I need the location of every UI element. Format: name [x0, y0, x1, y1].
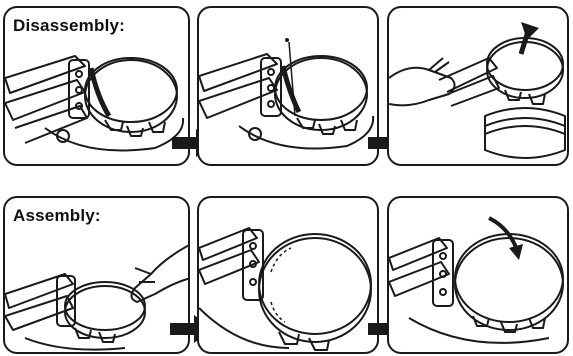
panel-assembly-step-1: Assembly:: [3, 196, 190, 354]
ring-expansion-illustration: [199, 198, 379, 354]
piston-icon: [485, 108, 565, 158]
section-heading-assembly: Assembly:: [13, 206, 101, 226]
panel-disassembly-step-2: [197, 6, 379, 166]
section-heading-disassembly: Disassembly:: [13, 16, 125, 36]
rotation-arrow-icon: [271, 248, 291, 272]
piston-ring-tool-illustration: [199, 8, 379, 166]
ring-placement-illustration: [389, 198, 569, 354]
hand-icon: [389, 68, 455, 106]
panel-assembly-step-2: [197, 196, 379, 354]
panel-assembly-step-3: [387, 196, 569, 354]
ring-removal-illustration: [389, 8, 569, 166]
panel-disassembly-step-1: Disassembly:: [3, 6, 190, 166]
panel-disassembly-step-3: [387, 6, 569, 166]
